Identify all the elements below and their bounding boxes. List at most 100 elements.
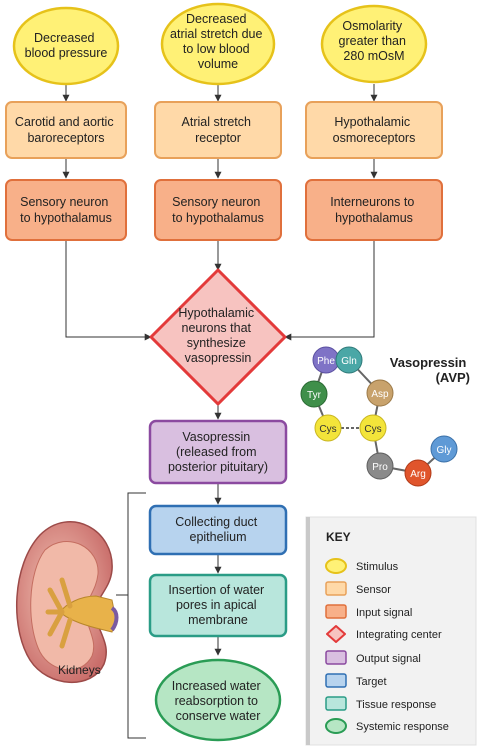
input-signal-interneurons: Interneurons to hypothalamus: [305, 179, 443, 241]
stimulus-osmolarity: Osmolarity greater than 280 mOsM: [320, 4, 428, 84]
residue-tyr: Tyr: [300, 380, 328, 408]
connector-arrows: [62, 84, 378, 739]
stimulus-line: volume: [198, 57, 238, 71]
integrating-line: Hypothalamic: [178, 306, 254, 320]
sensor-line: Hypothalamic: [334, 115, 410, 129]
stimulus-line: Osmolarity: [342, 19, 402, 33]
stimulus-line: blood pressure: [25, 46, 108, 60]
tissue-line: Insertion of water: [168, 583, 264, 597]
systemic-line: reabsorption to: [175, 694, 258, 708]
integrating-line: synthesize: [187, 336, 246, 350]
residue-label: Cys: [319, 424, 336, 435]
input-line: Sensory neuron: [172, 195, 260, 209]
sensor-line: Atrial stretch: [182, 115, 252, 129]
svg-text:Hypothalamic osmorecepto: Hypothalamic osmoreceptors: [333, 115, 416, 145]
key-label: Sensor: [356, 584, 391, 596]
avp-title-line: Vasopressin: [390, 355, 467, 370]
svg-text:Atrial stretch receptor: Atrial stretch receptor: [182, 115, 255, 145]
output-signal-vasopressin: Vasopressin (released from posterior pit…: [148, 419, 288, 485]
target-line: epithelium: [190, 530, 247, 544]
stimulus-line: 280 mOsM: [343, 49, 404, 63]
residue-label: Phe: [317, 356, 335, 367]
key-label: Input signal: [356, 607, 412, 619]
input-line: hypothalamus: [335, 211, 413, 225]
stimulus-blood-pressure: Decreased blood pressure: [12, 6, 120, 86]
residue-pro: Pro: [366, 452, 394, 480]
key-item-integrating-center: Integrating center: [326, 625, 442, 643]
input-line: Interneurons to: [330, 195, 414, 209]
sensor-atrial-stretch-receptor: Atrial stretch receptor: [154, 101, 282, 159]
output-line: Vasopressin: [182, 430, 250, 444]
residue-label: Arg: [410, 469, 426, 480]
integrating-center-hypothalamic-neurons: Hypothalamic neurons that synthesize vas…: [149, 268, 287, 406]
systemic-line: conserve water: [176, 709, 261, 723]
sensor-line: receptor: [195, 131, 241, 145]
key-item-systemic-response: Systemic response: [325, 718, 449, 734]
key-item-tissue-response: Tissue response: [325, 696, 436, 711]
residue-label: Gly: [437, 445, 452, 456]
target-line: Collecting duct: [175, 515, 258, 529]
stimulus-line: to low blood: [183, 42, 250, 56]
target-collecting-duct: Collecting duct epithelium: [148, 504, 288, 556]
residue-cys-left: Cys: [314, 414, 342, 442]
stimulus-line: Decreased: [186, 12, 246, 26]
output-line: posterior pituitary): [168, 460, 268, 474]
tissue-response-water-pores: Insertion of water pores in apical membr…: [148, 573, 288, 638]
integrating-line: neurons that: [182, 321, 252, 335]
key-label: Systemic response: [356, 721, 449, 733]
stimulus-line: greater than: [339, 34, 406, 48]
residue-label: Gln: [341, 356, 357, 367]
svg-text:Sensory neuron to hypoth: Sensory neuron to hypothalamus: [172, 195, 264, 225]
kidneys-label: Kidneys: [58, 663, 101, 677]
residue-label: Asp: [371, 389, 389, 400]
residue-arg: Arg: [404, 459, 432, 487]
svg-text:Sensory neuron to hypoth: Sensory neuron to hypothalamus: [20, 195, 112, 225]
output-line: (released from: [176, 445, 257, 459]
legend-key: KEY Stimulus Sensor Input signal Integra…: [305, 516, 477, 746]
key-item-sensor: Sensor: [325, 581, 391, 596]
sensor-line: Carotid and aortic: [15, 115, 114, 129]
key-label: Output signal: [356, 653, 421, 665]
key-item-input-signal: Input signal: [325, 604, 412, 619]
stimulus-line: Decreased: [34, 31, 94, 45]
stimulus-line: atrial stretch due: [170, 27, 262, 41]
tissue-line: pores in apical: [176, 598, 257, 612]
key-item-target: Target: [325, 673, 387, 688]
residue-label: Cys: [364, 424, 381, 435]
svg-text:Vasopressin (released fr: Vasopressin (released from posterior pit…: [168, 430, 268, 474]
key-item-stimulus: Stimulus: [325, 558, 399, 574]
svg-text:Decreased atrial stretch: Decreased atrial stretch due to low bloo…: [170, 12, 266, 71]
svg-text:Collecting duct epitheli: Collecting duct epithelium: [175, 515, 260, 544]
input-line: to hypothalamus: [20, 211, 112, 225]
sensor-line: baroreceptors: [27, 131, 104, 145]
residue-label: Tyr: [307, 390, 322, 401]
systemic-line: Increased water: [172, 679, 261, 693]
svg-text:Decreased blood pressure: Decreased blood pressure: [25, 31, 108, 60]
key-title: KEY: [326, 530, 351, 544]
sensor-baroreceptors: Carotid and aortic baroreceptors: [5, 101, 127, 159]
input-signal-sensory-neuron-1: Sensory neuron to hypothalamus: [5, 179, 127, 241]
svg-text:Interneurons to hypothal: Interneurons to hypothalamus: [330, 195, 418, 225]
sensor-osmoreceptors: Hypothalamic osmoreceptors: [305, 101, 443, 159]
kidney-illustration: [15, 521, 119, 684]
svg-text:Osmolarity greater than: Osmolarity greater than 280 mOsM: [339, 19, 410, 63]
residue-cys-right: Cys: [359, 414, 387, 442]
vasopressin-molecule: Phe Gln Asp Cys Cys Tyr Pro Arg: [300, 346, 470, 487]
svg-text:Vasopressin (AVP): Vasopressin (AVP): [390, 355, 470, 385]
stimulus-atrial-stretch: Decreased atrial stretch due to low bloo…: [160, 2, 276, 86]
key-label: Tissue response: [356, 699, 436, 711]
avp-title-line: (AVP): [436, 370, 470, 385]
residue-gln: Gln: [335, 346, 363, 374]
integrating-line: vasopressin: [185, 351, 252, 365]
input-signal-sensory-neuron-2: Sensory neuron to hypothalamus: [154, 179, 282, 241]
residue-label: Pro: [372, 462, 388, 473]
systemic-response-water-reabsorption: Increased water reabsorption to conserve…: [154, 658, 282, 742]
key-item-output-signal: Output signal: [325, 650, 421, 665]
sensor-line: osmoreceptors: [333, 131, 416, 145]
key-label: Integrating center: [356, 629, 442, 641]
svg-text:Increased water reabsorp: Increased water reabsorption to conserve…: [172, 679, 264, 723]
key-label: Target: [356, 676, 387, 688]
input-line: to hypothalamus: [172, 211, 264, 225]
svg-text:Hypothalamic neurons tha: Hypothalamic neurons that synthesize vas…: [178, 306, 257, 365]
